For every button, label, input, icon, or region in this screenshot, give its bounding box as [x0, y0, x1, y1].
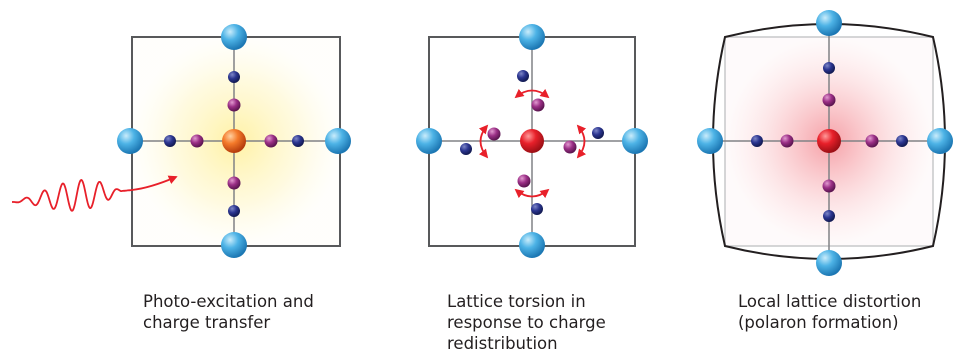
inner-atom-dark — [460, 143, 472, 155]
caption-line: (polaron formation) — [738, 313, 899, 332]
inner-atom-dark — [517, 70, 529, 82]
corner-atom-bottom — [816, 250, 842, 276]
inner-atom-mid — [264, 134, 278, 148]
inner-atom-mid — [227, 176, 241, 190]
inner-atom-mid — [563, 140, 577, 154]
corner-atom-left — [117, 128, 143, 154]
photon-icon — [12, 175, 178, 212]
caption-line: Local lattice distortion — [738, 292, 922, 311]
inner-atom-dark — [592, 127, 604, 139]
inner-atom-dark — [228, 71, 240, 83]
inner-atom-dark — [292, 135, 304, 147]
corner-atom-bottom — [221, 232, 247, 258]
inner-atom-mid — [190, 134, 204, 148]
corner-atom-top — [816, 10, 842, 36]
inner-atom-mid — [865, 134, 879, 148]
inner-atom-dark — [751, 135, 763, 147]
torsion-arrow-right-icon — [576, 124, 587, 159]
inner-atom-mid — [822, 179, 836, 193]
caption-line: charge transfer — [143, 313, 271, 332]
center-atom — [817, 129, 841, 153]
corner-atom-right — [325, 128, 351, 154]
inner-atom-dark — [228, 205, 240, 217]
caption-lattice-distortion: Local lattice distortion (polaron format… — [738, 291, 921, 333]
panel-3-distorted-frame — [712, 23, 946, 260]
inner-atom-dark — [823, 62, 835, 74]
corner-atom-bottom — [519, 232, 545, 258]
center-atom — [222, 129, 246, 153]
panel-photo-excitation — [12, 24, 351, 258]
inner-atom-dark — [896, 135, 908, 147]
inner-atom-dark — [164, 135, 176, 147]
corner-atom-right — [927, 128, 953, 154]
center-atom — [520, 129, 544, 153]
corner-atom-right — [622, 128, 648, 154]
caption-line: response to charge — [447, 313, 606, 332]
caption-line: Photo-excitation and — [143, 292, 314, 311]
inner-atom-mid — [822, 93, 836, 107]
caption-line: Lattice torsion in — [447, 292, 586, 311]
inner-atom-mid — [531, 98, 545, 112]
inner-atom-mid — [780, 134, 794, 148]
corner-atom-top — [519, 24, 545, 50]
torsion-arrow-left-icon — [478, 124, 489, 159]
inner-atom-dark — [531, 203, 543, 215]
inner-atom-dark — [823, 210, 835, 222]
inner-atom-mid — [517, 174, 531, 188]
panel-lattice-torsion — [416, 24, 648, 258]
caption-line: redistribution — [447, 334, 558, 353]
corner-atom-left — [697, 128, 723, 154]
caption-photo-excitation: Photo-excitation and charge transfer — [143, 291, 314, 333]
corner-atom-top — [221, 24, 247, 50]
panel-lattice-distortion — [697, 10, 953, 276]
torsion-arrow-bottom-icon — [514, 188, 550, 199]
inner-atom-mid — [227, 98, 241, 112]
corner-atom-left — [416, 128, 442, 154]
inner-atom-mid — [487, 127, 501, 141]
torsion-arrow-top-icon — [514, 88, 550, 99]
caption-lattice-torsion: Lattice torsion in response to charge re… — [447, 291, 606, 354]
